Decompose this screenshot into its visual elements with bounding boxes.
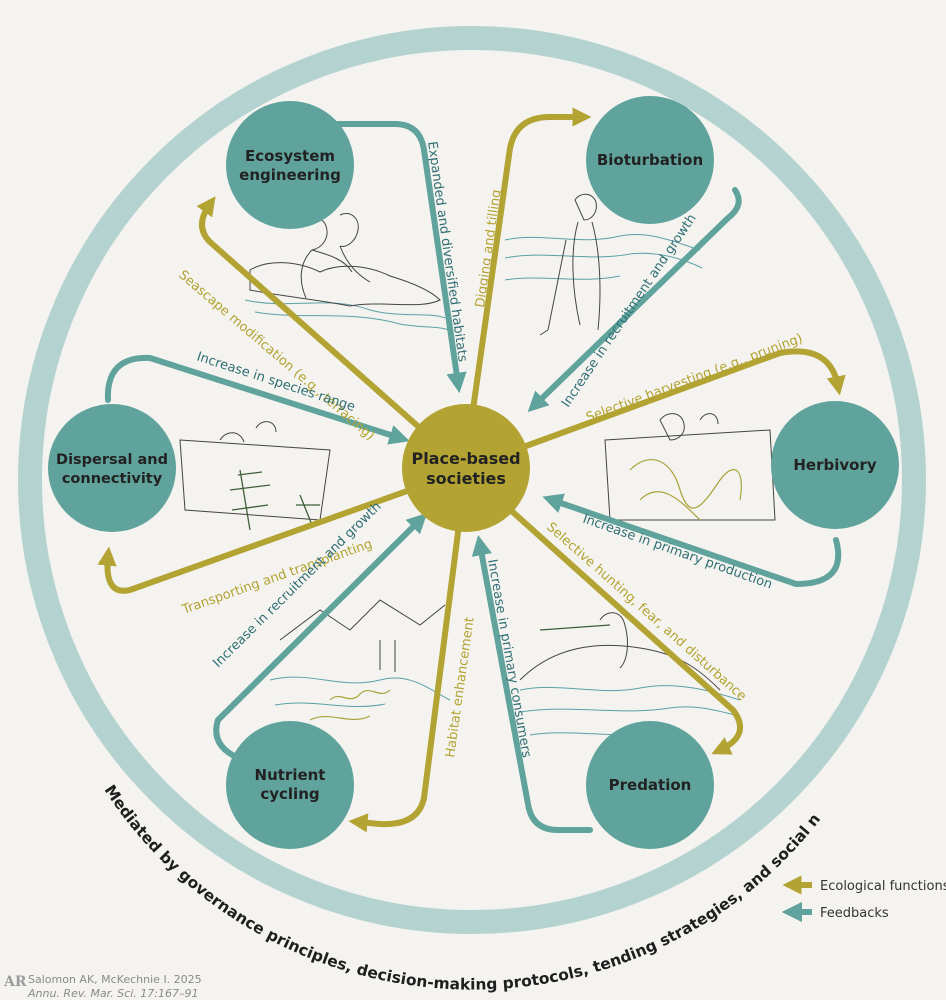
node-label: Dispersal and [56,452,168,468]
arrow-species-range [104,354,410,445]
node-dispersal: Dispersal and connectivity [48,404,176,532]
arrow-digging [462,107,592,469]
node-label: Ecosystem [245,147,335,165]
node-label: Herbivory [793,456,876,474]
sketch-dispersal [179,421,331,531]
node-label: Bioturbation [597,151,703,169]
center-label: Place-based [411,449,520,468]
node-herbivory: Herbivory [771,401,899,529]
node-place-based-societies: Place-based societies [402,404,530,532]
arrows-ecological [97,107,846,833]
node-predation: Predation [586,721,714,849]
legend-ecological-label: Ecological functions [820,879,946,894]
arrow-selective-hunting [463,467,744,755]
node-label: connectivity [62,471,163,487]
arrows-feedbacks [104,121,842,833]
arrow-expanded [335,121,467,394]
arrow-primary-consumers [471,534,593,833]
citation-journal: Annu. Rev. Mar. Sci. 17:167–91 [28,987,199,1000]
node-ecosystem-engineering: Ecosystem engineering [226,101,354,229]
sketch-nutrient-cycling [269,599,451,721]
node-bioturbation: Bioturbation [586,96,714,224]
node-label: cycling [260,785,319,803]
sketch-ecosystem-engineering [244,213,449,331]
node-nutrient-cycling: Nutrient cycling [226,721,354,849]
arrow-seascape [196,196,468,471]
arrow-primary-production [542,493,842,588]
legend: Ecological functions Feedbacks [781,875,946,923]
journal-logo: AR [4,974,27,990]
label-habitat: Habitat enhancement [443,616,478,758]
citation-authors: Salomon AK, McKechnie I. 2025 [28,973,202,986]
arrow-transporting [97,467,469,594]
center-label: societies [426,469,506,488]
node-label: Nutrient [255,766,326,784]
label-selective-harvesting: Selective harvesting (e.g., pruning) [584,331,805,426]
node-label: Predation [609,776,692,794]
label-primary-consumers: Increase in primary consumers [484,558,534,759]
sketch-herbivory [604,413,776,521]
outer-ring [18,26,926,934]
arrow-nutrient-feedback [213,512,428,761]
legend-feedbacks-label: Feedbacks [820,906,889,921]
node-label: engineering [239,166,341,184]
arrow-bioturbation-feedback [527,187,742,413]
label-digging: Digging and tilling [473,189,504,309]
arrow-habitat [348,467,469,833]
arrow-selective-harvesting [463,348,846,471]
